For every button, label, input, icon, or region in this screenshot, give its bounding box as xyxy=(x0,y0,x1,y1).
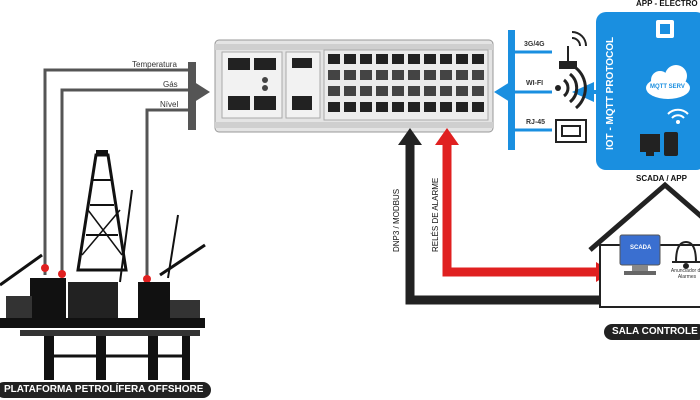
relay-arrow xyxy=(435,128,459,145)
terminal-block xyxy=(472,102,484,112)
terminal-block xyxy=(344,86,356,96)
terminal-block xyxy=(328,86,340,96)
gas-sensor-dot xyxy=(58,270,66,278)
terminal-block xyxy=(360,86,372,96)
terminal-block xyxy=(440,86,452,96)
terminal-block xyxy=(440,70,452,80)
terminal-block xyxy=(376,70,388,80)
computer-icon xyxy=(640,132,678,156)
terminal-block xyxy=(456,102,468,112)
terminal-block xyxy=(328,102,340,112)
wifi-icon xyxy=(555,66,587,110)
app-icon xyxy=(656,20,674,38)
terminal-block xyxy=(440,54,452,64)
ethernet-icon xyxy=(555,119,587,143)
gas-line xyxy=(60,88,190,275)
oil-platform xyxy=(0,150,206,380)
scada-monitor-icon xyxy=(619,234,661,275)
terminal-block xyxy=(392,70,404,80)
control-room-banner: SALA CONTROLE xyxy=(604,324,700,340)
terminal-block xyxy=(424,102,436,112)
terminal-block xyxy=(408,86,420,96)
level-label: Nível xyxy=(160,100,179,109)
terminal-block xyxy=(472,86,484,96)
protocol-label: IOT - MQTT PROTOCOL xyxy=(605,36,616,150)
alarm-bell-icon xyxy=(672,240,700,269)
level-line xyxy=(145,108,190,280)
terminal-block xyxy=(408,54,420,64)
temperature-sensor-dot xyxy=(41,264,49,272)
temperature-line xyxy=(43,68,190,275)
platform-banner: PLATAFORMA PETROLÍFERA OFFSHORE xyxy=(0,382,212,398)
terminal-block xyxy=(328,70,340,80)
relay-line xyxy=(442,145,598,277)
comms-bus-bar xyxy=(508,30,515,150)
terminal-block xyxy=(392,54,404,64)
dnp3-label: DNP3 / MODBUS xyxy=(392,188,401,252)
terminal-block xyxy=(392,102,404,112)
terminal-block xyxy=(376,54,388,64)
level-sensor-dot xyxy=(143,275,151,283)
terminal-block xyxy=(408,70,420,80)
terminal-block xyxy=(472,54,484,64)
wifi-label: WI-FI xyxy=(526,80,544,87)
terminal-block xyxy=(360,70,372,80)
cellular-label: 3G/4G xyxy=(524,41,545,48)
ethernet-label: RJ-45 xyxy=(526,119,546,126)
sensor-lines xyxy=(43,68,190,280)
terminal-block xyxy=(360,102,372,112)
terminal-block xyxy=(408,102,420,112)
terminal-block xyxy=(360,54,372,64)
io-terminal-blocks xyxy=(328,54,484,112)
terminal-block xyxy=(456,86,468,96)
terminal-block xyxy=(456,70,468,80)
wifi-small-icon xyxy=(667,108,689,124)
dnp3-line xyxy=(405,145,600,305)
relay-label: RELÉS DE ALARME xyxy=(431,177,440,252)
terminal-block xyxy=(392,86,404,96)
terminal-block xyxy=(376,102,388,112)
terminal-block xyxy=(424,86,436,96)
scada-label: SCADA xyxy=(630,245,652,251)
server-label: MQTT SERV xyxy=(650,84,685,90)
dnp3-arrow xyxy=(398,128,422,145)
terminal-block xyxy=(344,70,356,80)
terminal-block xyxy=(376,86,388,96)
terminal-block xyxy=(456,54,468,64)
annunciator-label: Anunciador de Alarmes xyxy=(670,268,700,280)
terminal-block xyxy=(344,54,356,64)
terminal-block xyxy=(472,70,484,80)
antenna-icon xyxy=(559,31,587,69)
terminal-block xyxy=(328,54,340,64)
temperature-label: Temperatura xyxy=(132,60,177,69)
gas-label: Gás xyxy=(163,80,178,89)
comms-branches xyxy=(515,50,552,132)
terminal-block xyxy=(440,102,452,112)
scada-app-label: SCADA / APP xyxy=(636,174,687,183)
cloud-icon xyxy=(646,65,690,99)
app-title: APP - ELECTRO xyxy=(636,0,698,8)
terminal-block xyxy=(424,70,436,80)
terminal-block xyxy=(344,102,356,112)
terminal-block xyxy=(424,54,436,64)
sensor-bus-bar xyxy=(188,62,196,130)
